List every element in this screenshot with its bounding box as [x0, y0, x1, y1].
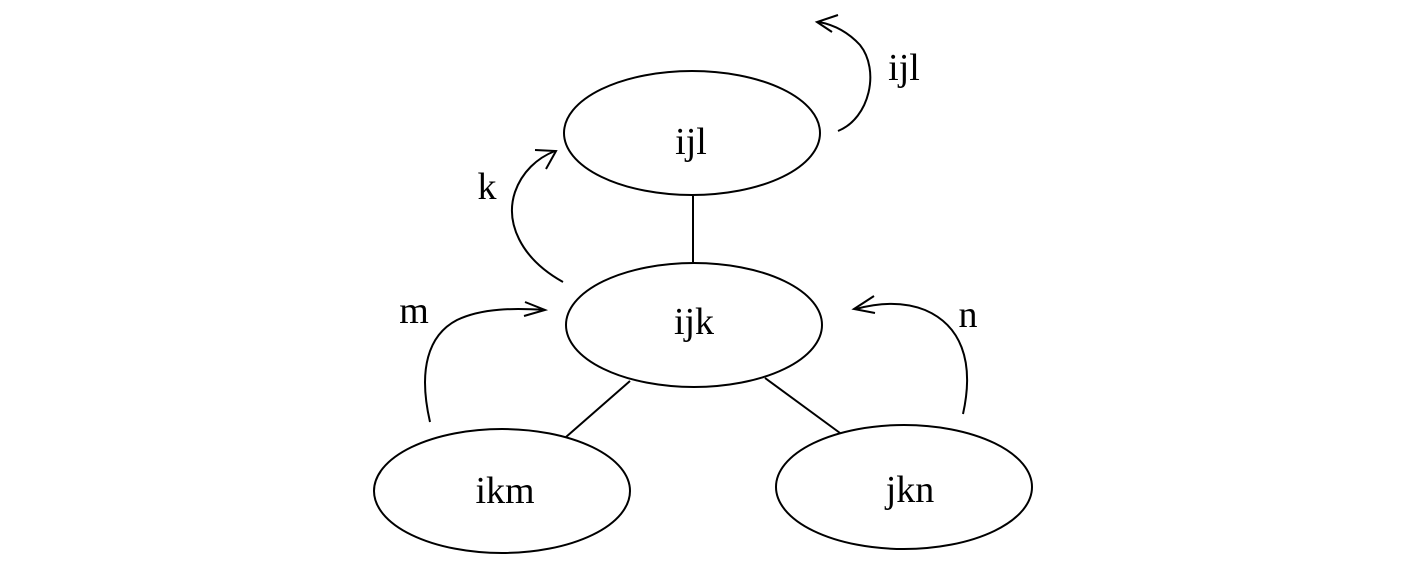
node-ijl-ellipse: [563, 70, 821, 196]
node-ijk: ijk: [565, 262, 823, 388]
arrow-k-label: k: [478, 166, 497, 208]
edge-ijk-jkn: [764, 377, 841, 434]
arrow-self-loop-label: ijl: [888, 47, 920, 89]
node-ijl: ijl: [563, 70, 821, 196]
arrow-k-head: [534, 149, 558, 170]
arrow-n: n: [851, 294, 978, 415]
node-ijl-label: ijl: [675, 121, 707, 163]
arrow-m: m: [399, 290, 549, 423]
node-jkn-label: jkn: [884, 469, 935, 511]
arrow-self-loop: ijl: [814, 14, 920, 132]
node-ijk-ellipse: [565, 262, 823, 388]
arrow-m-head: [523, 301, 549, 317]
node-jkn-ellipse: [775, 424, 1033, 550]
arrow-m-arc: [424, 308, 546, 423]
arrow-k-arc: [511, 150, 564, 283]
node-ijk-label: ijk: [674, 301, 714, 343]
arrow-n-arc: [855, 302, 969, 415]
arrow-self-loop-arc: [818, 21, 872, 132]
arrow-n-label: n: [959, 294, 978, 336]
edge-ijk-ikm: [565, 380, 631, 438]
arrow-k: k: [478, 149, 564, 283]
node-ikm-label: ikm: [475, 470, 534, 512]
arrow-m-label: m: [399, 290, 429, 332]
node-ikm-ellipse: [373, 428, 631, 554]
arrow-self-loop-head: [814, 14, 839, 33]
node-jkn: jkn: [775, 424, 1033, 550]
arrow-n-head: [851, 295, 876, 314]
node-ikm: ikm: [373, 428, 631, 554]
